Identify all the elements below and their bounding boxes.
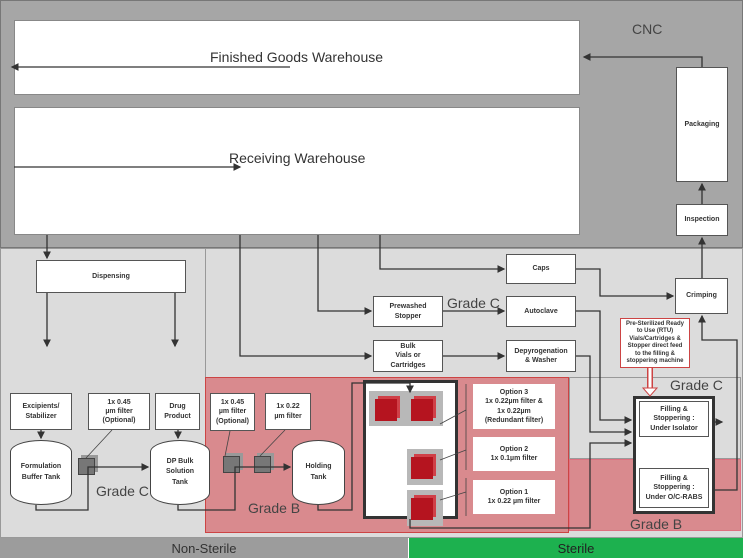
filter-options-box: [363, 380, 458, 526]
depyrogenation-box: Depyrogenation & Washer: [506, 340, 576, 372]
red-filter-cube-icon: [411, 457, 433, 479]
red-filter-cube-icon: [411, 399, 433, 421]
grade-b-right-label: Grade B: [630, 516, 683, 532]
cnc-label: CNC: [632, 21, 663, 37]
option1-box: Option 1 1x 0.22 µm filter: [473, 480, 555, 514]
filling-isolator-box: Filling & Stoppering : Under Isolator: [639, 401, 709, 437]
option2-box: Option 2 1x 0.1µm filter: [473, 437, 555, 471]
filter-cube-icon: [254, 456, 271, 473]
inspection-box: Inspection: [676, 204, 728, 236]
drug-product-box: Drug Product: [155, 393, 200, 430]
rtu-note: Pre-Sterilized Ready to Use (RTU) Vials/…: [620, 318, 690, 368]
red-filter-cube-icon: [411, 498, 433, 520]
finished-goods-warehouse: Finished Goods Warehouse: [14, 20, 580, 95]
excipients-box: Excipients/ Stabilizer: [10, 393, 72, 430]
crimping-box: Crimping: [675, 278, 728, 314]
receiving-label: Receiving Warehouse: [229, 150, 366, 166]
filling-rabs-box: Filling & Stoppering : Under O/C-RABS: [639, 468, 709, 508]
filter-cube-icon: [223, 456, 240, 473]
autoclave-box: Autoclave: [506, 296, 576, 327]
option3-box: Option 3 1x 0.22µm filter & 1x 0.22µm (R…: [473, 384, 555, 429]
grade-c-mid-label: Grade C: [447, 295, 500, 311]
caps-box: Caps: [506, 254, 576, 284]
grade-c-right-label: Grade C: [670, 377, 723, 393]
prewashed-stopper-box: Prewashed Stopper: [373, 296, 443, 327]
filter-022-box: 1x 0.22 µm filter: [265, 393, 311, 430]
grade-c-left-divider: [205, 248, 206, 378]
filter-045-optional-box-2: 1x 0.45 µm filter (Optional): [210, 393, 255, 431]
dp-bulk-solution-tank: DP Bulk Solution Tank: [150, 440, 210, 505]
finished-goods-label: Finished Goods Warehouse: [210, 49, 384, 65]
grade-b-mid-label: Grade B: [248, 500, 301, 516]
receiving-warehouse: Receiving Warehouse: [14, 107, 580, 235]
grade-c-left-label: Grade C: [96, 483, 149, 499]
holding-tank: Holding Tank: [292, 440, 345, 505]
filter-045-optional-box: 1x 0.45 µm filter (Optional): [88, 393, 150, 430]
packaging-box: Packaging: [676, 67, 728, 182]
non-sterile-bar: Non-Sterile: [0, 538, 408, 558]
bulk-vials-box: Bulk Vials or Cartridges: [373, 340, 443, 372]
sterile-bar: Sterile: [409, 538, 743, 558]
dispensing-box: Dispensing: [36, 260, 186, 293]
formulation-buffer-tank: Formulation Buffer Tank: [10, 440, 72, 505]
red-filter-cube-icon: [375, 399, 397, 421]
